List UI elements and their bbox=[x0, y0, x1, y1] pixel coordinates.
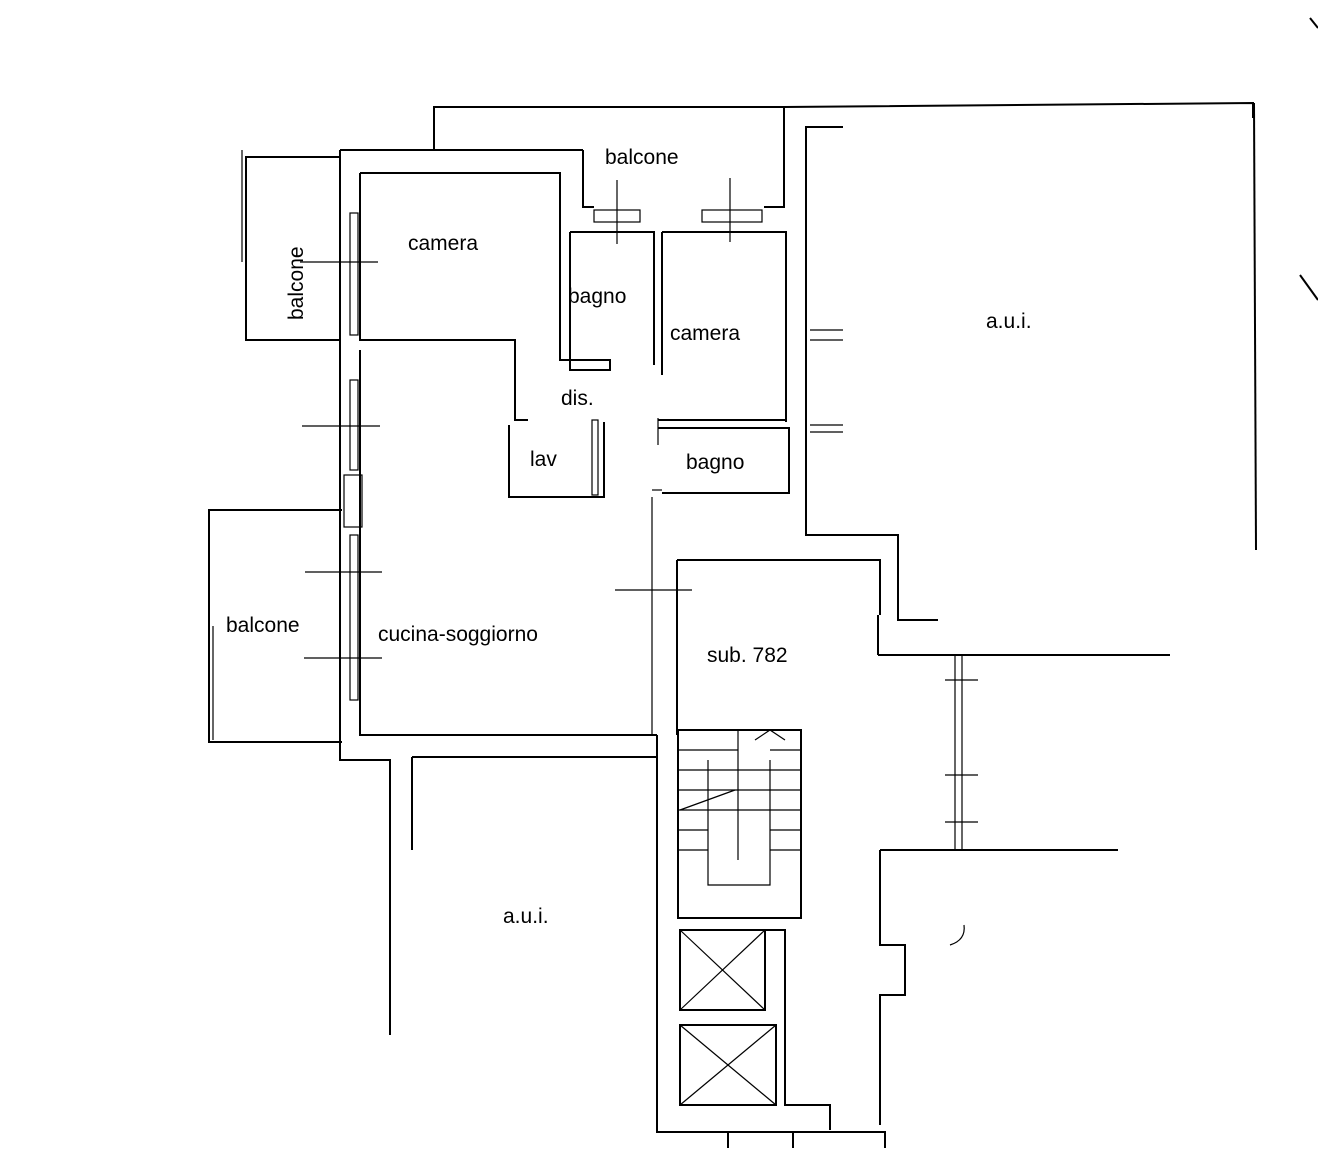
apartment-walls bbox=[302, 149, 657, 1035]
left-bottom-balcony bbox=[208, 509, 342, 743]
label-lav: lav bbox=[530, 448, 557, 471]
label-balcone-left-top: balcone bbox=[285, 246, 308, 320]
label-camera-2: camera bbox=[670, 322, 740, 345]
label-cucina-soggiorno: cucina-soggiorno bbox=[378, 623, 538, 646]
label-balcone-left-bottom: balcone bbox=[226, 614, 300, 637]
bathroom-bedroom-walls bbox=[508, 231, 790, 735]
label-sub-782: sub. 782 bbox=[707, 644, 788, 667]
landing-walls bbox=[411, 559, 1118, 1148]
elevator-shafts bbox=[679, 929, 831, 1148]
right-unit-walls bbox=[805, 126, 1170, 656]
top-balcony-walls bbox=[433, 101, 1257, 551]
staircase bbox=[677, 729, 802, 919]
label-camera-1: camera bbox=[408, 232, 478, 255]
label-bagno-1: bagno bbox=[568, 285, 626, 308]
edge-marks bbox=[1299, 17, 1318, 301]
label-aui-bottom: a.u.i. bbox=[503, 905, 549, 928]
room-labels: balcone balcone balcone camera camera ba… bbox=[226, 146, 1032, 928]
label-balcone-top: balcone bbox=[605, 146, 679, 169]
label-bagno-2: bagno bbox=[686, 451, 744, 474]
label-dis: dis. bbox=[561, 387, 594, 410]
label-aui-right: a.u.i. bbox=[986, 310, 1032, 333]
